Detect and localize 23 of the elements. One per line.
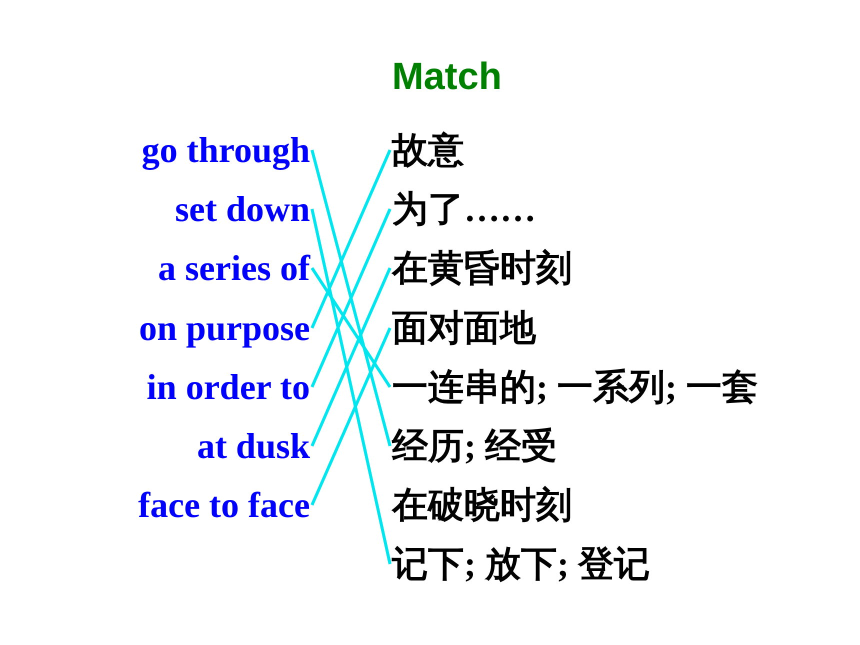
matching-line: [310, 267, 392, 447]
phrase-text: go through: [142, 128, 310, 172]
phrase-text: set down: [174, 187, 310, 231]
title: Match: [392, 55, 502, 100]
meaning-text: 在黄昏时刻: [392, 246, 572, 290]
phrase-text: on purpose: [138, 306, 310, 350]
matching-line: [310, 208, 392, 388]
matching-line: [310, 150, 392, 446]
meaning-text: 在破晓时刻: [392, 483, 572, 527]
phrase-text: face to face: [138, 483, 310, 527]
phrase-text: at dusk: [196, 424, 310, 468]
matching-line: [310, 267, 392, 388]
meaning-text: 一连串的; 一系列; 一套: [392, 365, 758, 409]
phrase-text: a series of: [158, 246, 310, 290]
meaning-text: 为了……: [392, 187, 536, 231]
matching-line: [310, 149, 392, 329]
meaning-text: 经历; 经受: [392, 424, 557, 468]
phrase-text: in order to: [146, 365, 310, 409]
meaning-text: 记下; 放下; 登记: [392, 542, 650, 586]
meaning-text: 故意: [392, 128, 464, 172]
meaning-text: 面对面地: [392, 306, 536, 350]
matching-line: [310, 208, 392, 564]
matching-line: [310, 327, 392, 506]
